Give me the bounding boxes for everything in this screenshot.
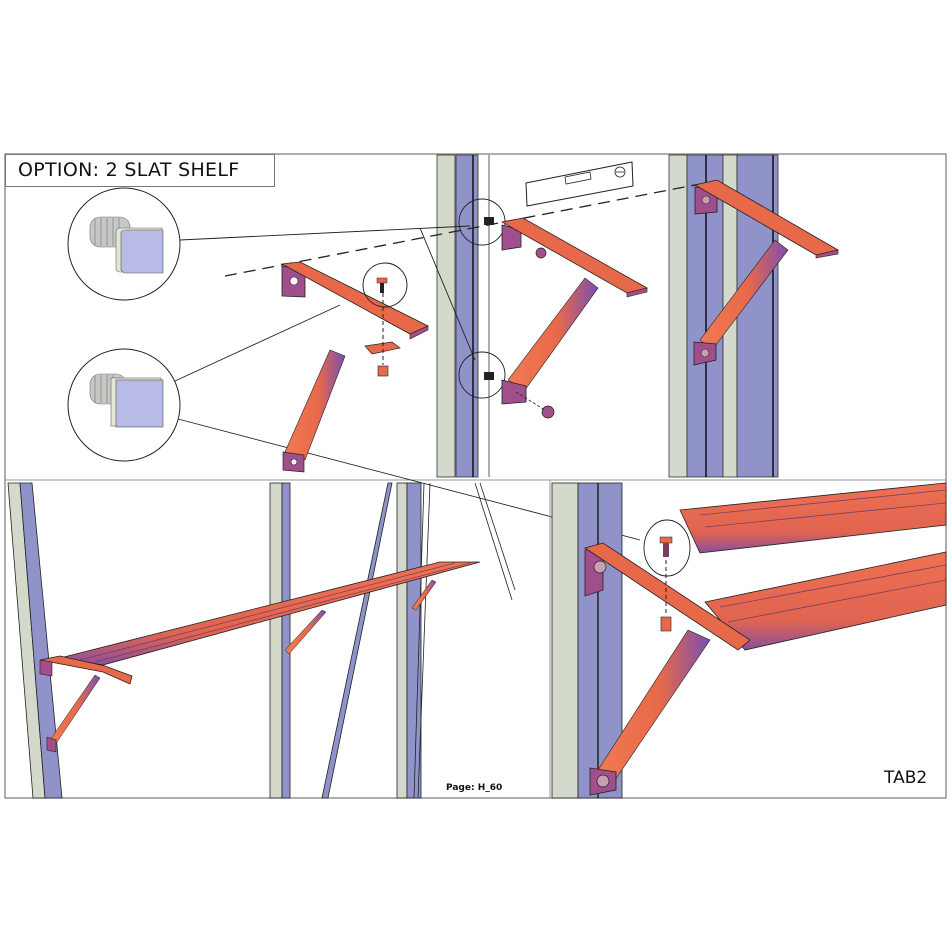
page-number-label: Page: H_60 <box>446 783 503 793</box>
leader-lines <box>174 225 641 541</box>
spirit-level-icon <box>525 161 634 207</box>
square-head-bolt-icon <box>67 348 181 462</box>
shelf-bracket-closeup <box>584 519 751 796</box>
frame-post-top-left <box>436 154 490 478</box>
shelf-slats-exploded <box>679 482 947 651</box>
level-line <box>224 183 701 277</box>
diagram-title: OPTION: 2 SLAT SHELF <box>5 154 275 187</box>
shelf-bracket-mounting <box>458 198 649 419</box>
shelf-bracket-exploded <box>280 261 429 473</box>
shelf-bracket-installed <box>693 179 840 366</box>
tab-label: TAB2 <box>884 768 928 788</box>
round-head-bolt-icon <box>67 187 181 301</box>
frame-posts-bottom-left <box>7 482 516 799</box>
shelf-assembled <box>39 561 481 753</box>
